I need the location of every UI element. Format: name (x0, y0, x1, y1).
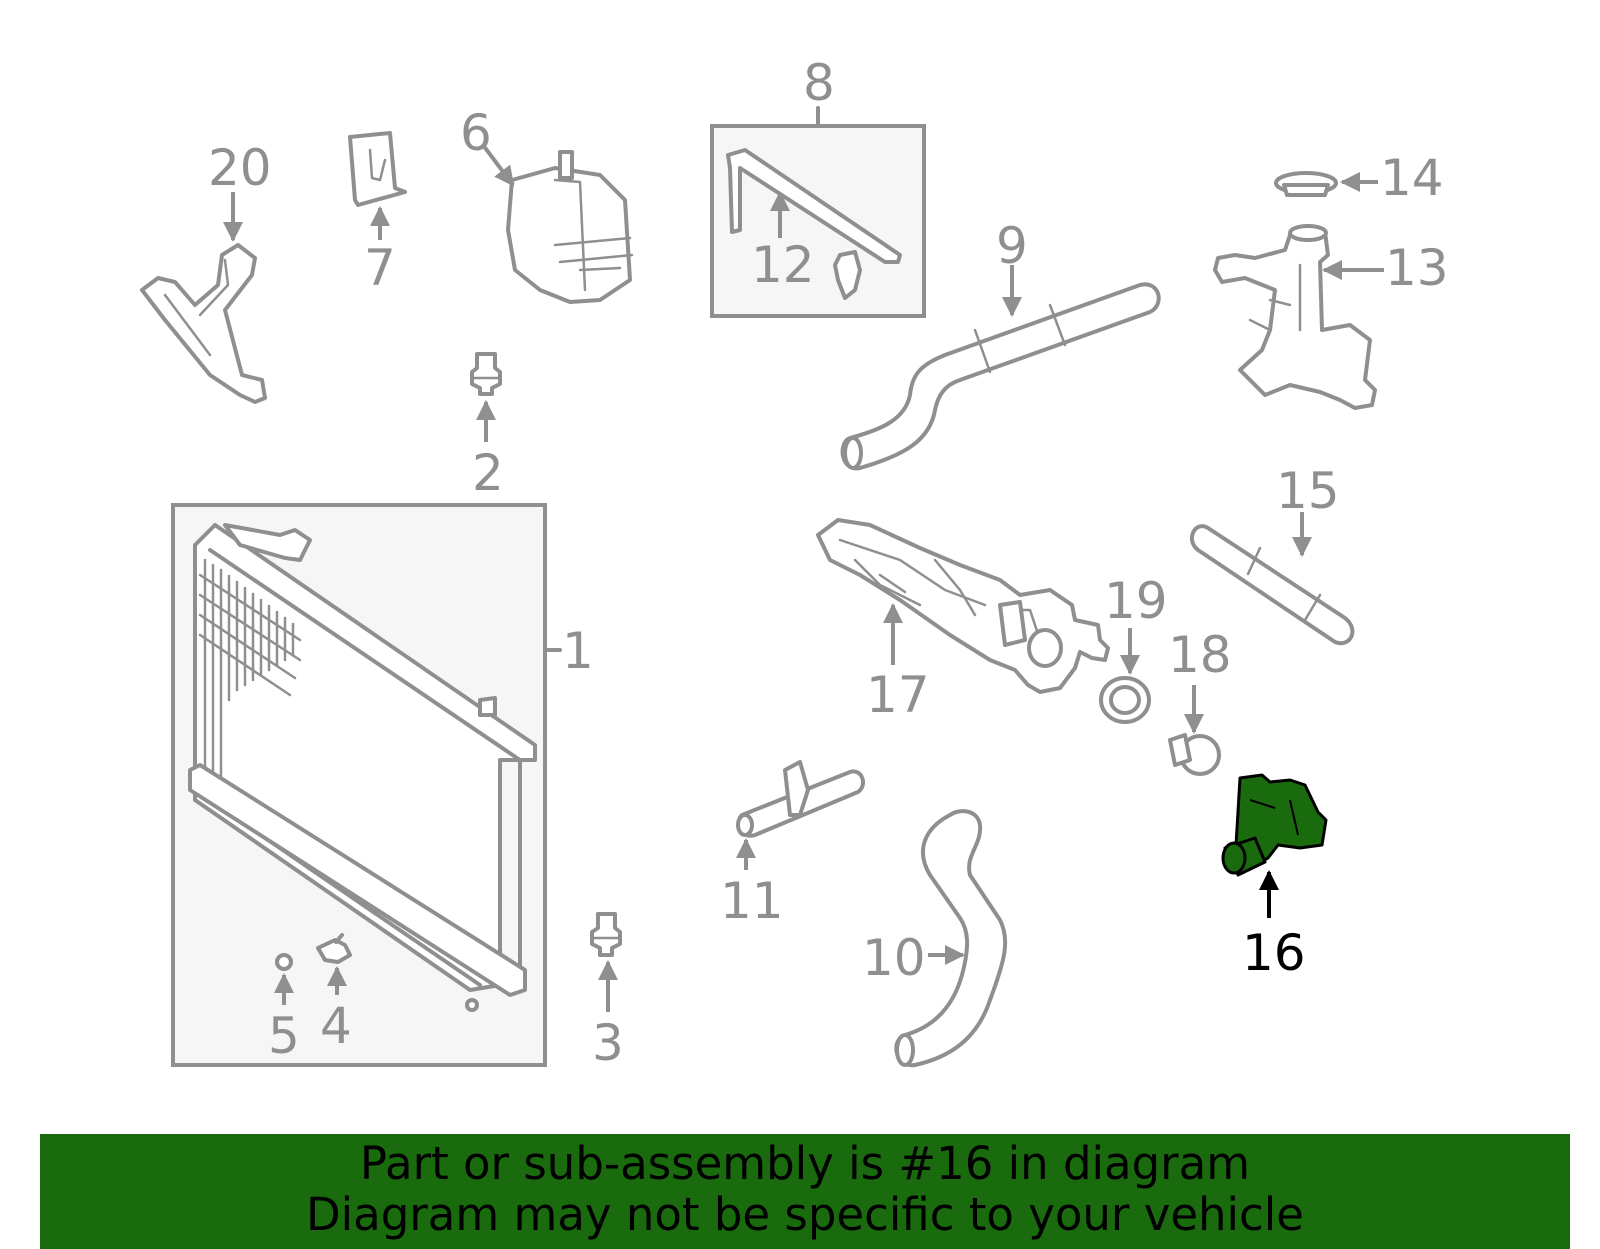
banner-line-1: Part or sub-assembly is #16 in diagram (359, 1137, 1251, 1190)
callout-7: 7 (364, 239, 396, 297)
callout-10: 10 (862, 929, 926, 987)
callout-2: 2 (472, 444, 504, 502)
callout-8: 8 (803, 54, 835, 112)
o-ring-5 (274, 953, 294, 1005)
callout-9: 9 (996, 217, 1028, 275)
callout-3: 3 (592, 1014, 624, 1072)
callout-14: 14 (1380, 149, 1444, 207)
bypass-hose-15 (1190, 512, 1355, 646)
upper-hose-9 (840, 265, 1161, 471)
reservoir-tank-6 (481, 143, 634, 304)
drain-cock-4 (316, 933, 352, 995)
callout-6: 6 (460, 104, 492, 162)
callout-13: 13 (1385, 239, 1449, 297)
hose-kit-8 (710, 106, 926, 318)
water-outlet-13 (1213, 224, 1384, 410)
gasket-19 (1099, 628, 1151, 724)
callout-16: 16 (1242, 924, 1306, 982)
banner-line-2: Diagram may not be specific to your vehi… (306, 1188, 1304, 1241)
callout-4: 4 (320, 997, 352, 1055)
callout-20: 20 (208, 139, 272, 197)
water-inlet-17 (816, 518, 1110, 694)
lower-hose-10 (894, 809, 1008, 1068)
callout-19: 19 (1104, 572, 1168, 630)
pipe-11 (736, 760, 866, 870)
callout-1: 1 (562, 622, 594, 680)
callout-11: 11 (720, 872, 784, 930)
callout-15: 15 (1276, 462, 1340, 520)
radiator-cap-14 (1274, 171, 1378, 197)
info-banner: Part or sub-assembly is #16 in diagram D… (40, 1134, 1570, 1249)
radiator-assembly (171, 503, 562, 1067)
callout-17: 17 (866, 666, 930, 724)
callout-5: 5 (268, 1007, 300, 1065)
callout-12: 12 (751, 236, 815, 294)
callout-18: 18 (1168, 626, 1232, 684)
bracket-7 (348, 131, 407, 240)
drain-plug-3 (590, 912, 622, 1012)
thermostat-housing-16 (1221, 773, 1328, 918)
drain-plug-2 (470, 352, 502, 442)
thermostat-18 (1168, 685, 1221, 776)
support-bracket-20 (140, 192, 267, 404)
